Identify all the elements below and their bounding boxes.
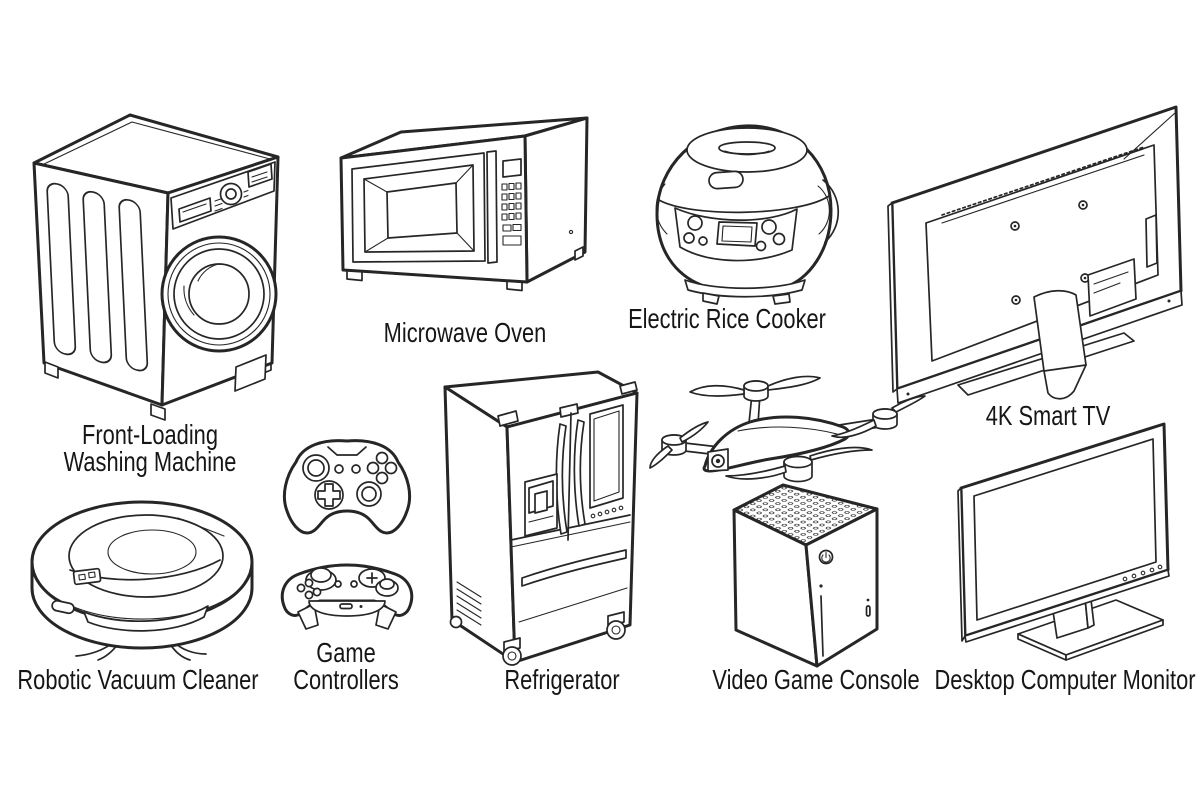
smart-tv-illustration	[887, 105, 1183, 404]
smart-tv-figure	[887, 103, 1193, 404]
vacuum-label: Robotic Vacuum Cleaner	[17, 664, 259, 695]
drone-illustration	[649, 375, 926, 483]
vacuum-figure	[28, 496, 258, 664]
microwave-label: Microwave Oven	[383, 317, 547, 348]
washing-machine-label-line1: Front-Loading	[81, 419, 218, 450]
monitor-figure	[957, 422, 1184, 661]
washing-machine-illustration	[32, 113, 280, 421]
console-figure	[732, 478, 879, 670]
smart-tv-label: 4K Smart TV	[985, 400, 1111, 431]
controller-top-view	[280, 563, 414, 630]
microwave-illustration	[339, 116, 589, 292]
refrigerator-illustration	[443, 370, 639, 666]
monitor-illustration	[957, 422, 1170, 661]
rice-cooker-label: Electric Rice Cooker	[628, 303, 826, 334]
console-label: Video Game Console	[712, 664, 920, 695]
controllers-figure	[276, 432, 418, 632]
monitor-label: Desktop Computer Monitor	[934, 664, 1196, 695]
rice-cooker-illustration	[655, 124, 840, 305]
controller-front-view	[282, 439, 412, 535]
controllers-label-line1: Game	[316, 637, 376, 668]
refrigerator-label: Refrigerator	[504, 664, 620, 695]
microwave-figure	[335, 112, 590, 308]
washing-machine-label: Front-Loading Washing Machine	[63, 419, 237, 477]
controllers-illustration	[280, 439, 414, 630]
washing-machine-figure	[30, 105, 285, 421]
controllers-label-line2: Controllers	[293, 664, 399, 695]
vacuum-illustration	[30, 500, 254, 661]
drone-figure	[648, 366, 926, 508]
refrigerator-figure	[440, 370, 656, 670]
rice-cooker-figure	[645, 110, 845, 305]
console-illustration	[732, 483, 879, 668]
washing-machine-label-line2: Washing Machine	[63, 446, 237, 477]
controllers-label: Game Controllers	[293, 637, 399, 695]
